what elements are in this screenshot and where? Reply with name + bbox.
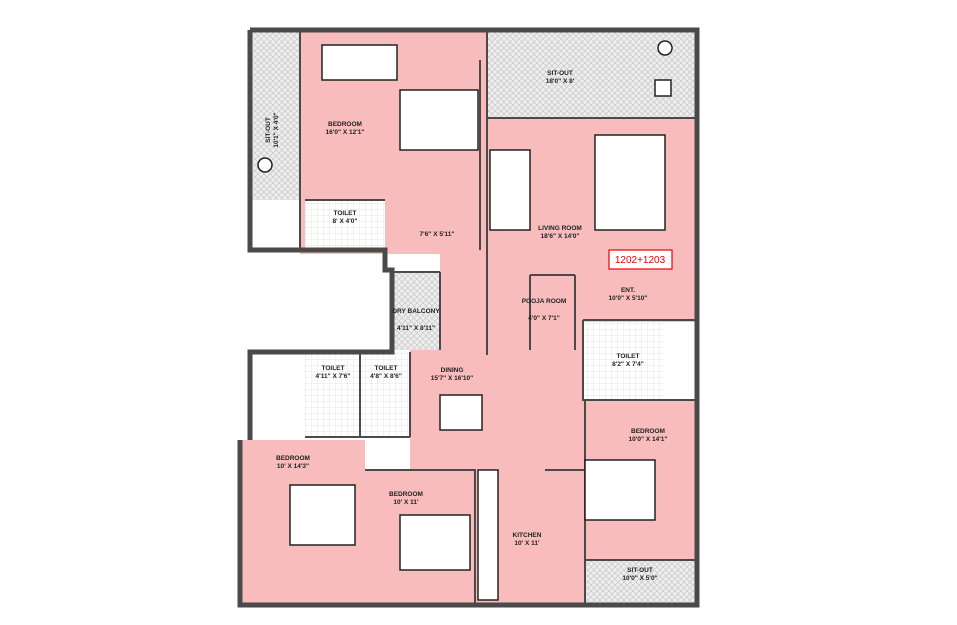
room-size: 15'7" X 16'10": [431, 375, 474, 382]
room-size: 10'0" X 5'10": [609, 295, 648, 302]
sofa-set: [594, 134, 666, 231]
sitout-stool: [657, 40, 673, 56]
dining-table: [439, 394, 483, 431]
room-size: 18'6" X 14'0": [541, 233, 580, 240]
dry-balcony: [392, 272, 440, 350]
room-name: BEDROOM: [328, 121, 362, 128]
room-size: 10' X 11': [514, 540, 540, 547]
room-size: 4'11" X 7'6": [316, 373, 351, 380]
room-size: 4'8" X 8'6": [370, 373, 402, 380]
room-name: TOILET: [322, 365, 345, 372]
room-name: LIVING ROOM: [538, 225, 582, 232]
pooja-room: [530, 275, 575, 350]
room-name: DINING: [441, 367, 464, 374]
room-name: POOJA ROOM: [522, 298, 567, 305]
room-size: 10'0" X 5'0": [622, 575, 657, 582]
room-name: BEDROOM: [631, 428, 665, 435]
bed-right: [584, 459, 656, 521]
room-size: 4'0" X 7'1": [528, 315, 560, 322]
bed-middle: [399, 514, 471, 571]
toilet-top: [305, 200, 385, 250]
room-name: BEDROOM: [389, 491, 423, 498]
room-name: TOILET: [375, 365, 398, 372]
room-size: 16'0" X 12'1": [326, 129, 365, 136]
sitout-chair: [654, 79, 672, 97]
room-size: 4'11" X 8'11": [397, 325, 435, 332]
room-size: 10'1" X 4'0": [273, 112, 280, 147]
sit-out-bottom: [585, 560, 695, 605]
room-size: 7'6" X 5'11": [420, 231, 455, 238]
room-name: SIT-OUT: [627, 567, 653, 574]
room-size: 8' X 4'0": [333, 218, 358, 225]
bed-left: [289, 484, 356, 546]
sit-out-left: [250, 32, 300, 200]
room-name: BEDROOM: [276, 455, 310, 462]
room-name: KITCHEN: [513, 532, 542, 539]
room-name: TOILET: [334, 210, 357, 217]
room-name: ENT.: [621, 287, 635, 294]
unit-tag-box: [608, 249, 673, 270]
shaft-left: [250, 352, 305, 412]
toilets-left: [305, 352, 410, 437]
room-name: SIT-OUT: [265, 117, 272, 143]
room-size: 18'0" X 8': [546, 78, 575, 85]
unit-tag: 1202+1203: [615, 255, 666, 266]
room-name: DRY BALCONY: [392, 308, 440, 315]
walls: [237, 27, 700, 608]
kitchen-counter: [477, 469, 499, 601]
bed-master: [399, 89, 479, 151]
furniture: [257, 40, 673, 601]
room-size: 8'2" X 7'4": [612, 361, 644, 368]
room-size: 10'0" X 14'1": [629, 436, 668, 443]
room-size: 10' X 14'3": [277, 463, 309, 470]
lounge-chairs: [489, 149, 531, 231]
shaft-right: [663, 322, 695, 400]
room-size: 10' X 11': [393, 499, 419, 506]
room-name: TOILET: [617, 353, 640, 360]
shaft-top: [250, 200, 300, 250]
sitout-left-stool: [257, 157, 273, 173]
room-name: SIT-OUT: [547, 70, 573, 77]
toilet-right: [583, 322, 663, 400]
table-chairs: [321, 44, 398, 81]
